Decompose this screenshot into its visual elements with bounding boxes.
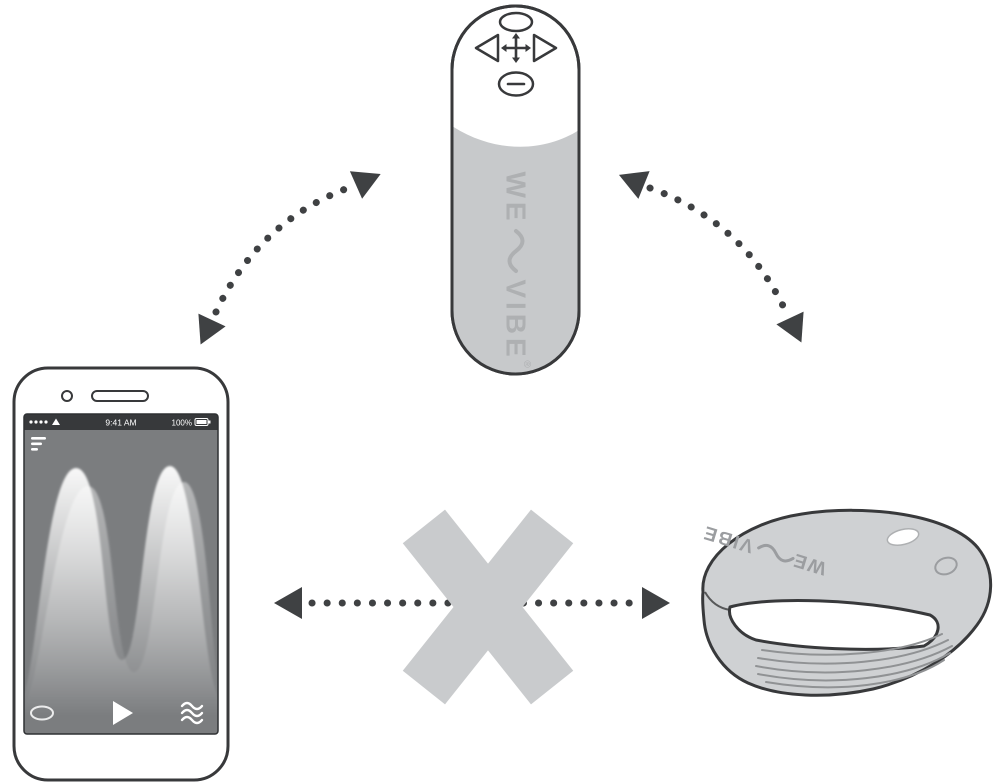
play-icon[interactable] bbox=[113, 701, 133, 725]
remote-brand-vibe: VIBE bbox=[501, 279, 532, 360]
remote-control: WE VIBE ® bbox=[450, 4, 581, 376]
phone-speaker bbox=[91, 390, 149, 402]
signal-dots-icon bbox=[29, 420, 48, 424]
phone-camera-icon bbox=[61, 390, 73, 402]
arrowhead-to-remote2-icon bbox=[618, 171, 650, 199]
remote-logo: WE VIBE ® bbox=[501, 171, 533, 368]
remote-buttons bbox=[474, 11, 558, 97]
device-crease bbox=[704, 591, 731, 611]
dotted-curve-left bbox=[212, 184, 352, 316]
device-led-icon bbox=[886, 528, 920, 546]
mode-oval-icon[interactable] bbox=[30, 705, 54, 721]
couples-device: WE VIBE bbox=[700, 508, 993, 697]
remote-body-outline bbox=[450, 4, 581, 376]
x-bar-2 bbox=[402, 509, 574, 705]
status-battery-percent: 100% bbox=[172, 419, 192, 428]
arrowhead-right-icon bbox=[642, 587, 670, 619]
arrow-phone-device-blocked bbox=[274, 509, 670, 705]
arrowhead-to-device-icon bbox=[776, 311, 804, 343]
registered-mark: ® bbox=[521, 360, 532, 368]
arrow-phone-remote bbox=[198, 171, 381, 345]
smartphone: 9:41 AM 100% bbox=[12, 366, 230, 782]
arrowhead-to-remote-icon bbox=[349, 171, 381, 199]
wifi-icon bbox=[52, 418, 60, 425]
device-ridge-lines bbox=[755, 633, 953, 689]
app-waveform bbox=[24, 466, 218, 734]
remote-right-arrow-button bbox=[532, 33, 558, 63]
wave-layer-front bbox=[24, 466, 218, 734]
phone-screen-border bbox=[23, 413, 219, 735]
arrowhead-left-icon bbox=[274, 587, 302, 619]
phone-screen: 9:41 AM 100% bbox=[24, 414, 218, 734]
remote-top-oval-button bbox=[498, 11, 534, 33]
menu-icon[interactable] bbox=[31, 437, 46, 451]
device-button-icon bbox=[934, 556, 958, 576]
status-time: 9:41 AM bbox=[105, 418, 136, 428]
device-body bbox=[701, 508, 993, 697]
device-brand-wave-icon bbox=[757, 543, 795, 563]
remote-brand-we: WE bbox=[501, 171, 532, 224]
wave-pattern-icon[interactable] bbox=[180, 701, 204, 725]
arrowhead-to-phone-icon bbox=[198, 313, 226, 345]
arrow-remote-device bbox=[618, 171, 804, 343]
blocked-x-icon bbox=[402, 509, 574, 705]
status-bar bbox=[24, 414, 218, 430]
remote-left-arrow-button bbox=[474, 33, 500, 63]
battery-icon bbox=[194, 418, 211, 426]
dotted-curve-right bbox=[646, 184, 790, 316]
remote-plus-crosshair-icon bbox=[501, 33, 531, 63]
remote-brand-wave-icon bbox=[507, 229, 525, 273]
